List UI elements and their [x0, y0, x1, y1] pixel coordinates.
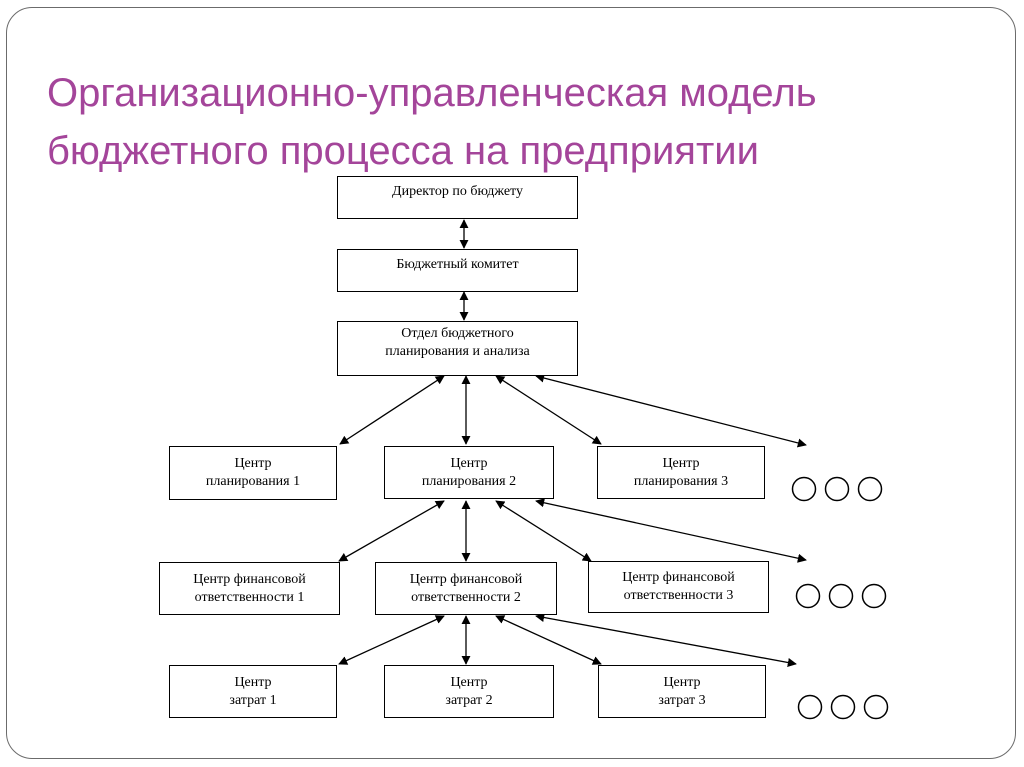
- more-financial-centers: [795, 583, 887, 609]
- arrow-dept-planning-3: [495, 375, 602, 445]
- arrow-dept-planning-more: [535, 373, 807, 448]
- box-cost-center-1: Центр затрат 1: [169, 665, 337, 718]
- box-budget-committee: Бюджетный комитет: [337, 249, 578, 292]
- box-financial-center-3: Центр финансовой ответственности 3: [588, 561, 769, 613]
- box-cost-center-3: Центр затрат 3: [598, 665, 766, 718]
- box-label: планирования 1: [205, 474, 301, 489]
- more-circle: [861, 583, 887, 609]
- box-label: Центр: [234, 674, 272, 690]
- box-label: планирования 2: [421, 473, 517, 489]
- box-label: Центр: [234, 456, 272, 471]
- box-label: Центр: [450, 455, 488, 471]
- more-circle: [791, 476, 817, 502]
- arrow-planning2-financial-1: [338, 500, 445, 562]
- box-label: планирования 3: [633, 473, 729, 489]
- more-circle: [797, 694, 823, 720]
- arrow-dept-planning-1: [339, 375, 445, 445]
- box-planning-center-3: Центр планирования 3: [597, 446, 765, 499]
- box-label: ответственности 3: [623, 588, 734, 603]
- box-label: Центр: [450, 674, 488, 690]
- box-financial-center-1: Центр финансовой ответственности 1: [159, 562, 340, 615]
- box-planning-center-1: Центр планирования 1: [169, 446, 337, 500]
- slide-title-line1: Организационно-управленческая модель: [47, 71, 817, 115]
- more-circle: [863, 694, 889, 720]
- box-label: Центр финансовой: [409, 571, 523, 587]
- more-circle: [795, 583, 821, 609]
- arrow-financial2-costs-more: [535, 613, 797, 667]
- box-label: Центр: [663, 674, 701, 690]
- arrow-planning2-financial-more: [535, 498, 807, 563]
- slide-title: Организационно-управленческая модель бюд…: [47, 64, 987, 180]
- box-budget-department: Отдел бюджетного планирования и анализа: [337, 321, 578, 376]
- box-label: Центр: [662, 455, 700, 471]
- box-label: затрат 2: [445, 692, 493, 708]
- box-label: затрат 3: [658, 692, 706, 708]
- box-financial-center-2: Центр финансовой ответственности 2: [375, 562, 557, 615]
- more-cost-centers: [797, 694, 889, 720]
- box-label: Директор по бюджету: [392, 183, 523, 199]
- box-label: Центр финансовой: [622, 570, 735, 585]
- box-label: ответственности 2: [411, 589, 521, 605]
- box-label: Центр финансовой: [193, 571, 306, 587]
- more-circle: [830, 694, 856, 720]
- box-label: затрат 1: [229, 692, 277, 708]
- arrow-financial2-costs-1: [338, 615, 445, 665]
- box-label: ответственности 1: [194, 589, 305, 605]
- box-label: Бюджетный комитет: [396, 256, 519, 272]
- box-label: Отдел бюджетного: [401, 325, 514, 341]
- more-circle: [824, 476, 850, 502]
- box-planning-center-2: Центр планирования 2: [384, 446, 554, 499]
- more-planning-centers: [791, 476, 883, 502]
- arrow-financial2-costs-3: [495, 615, 602, 665]
- box-cost-center-2: Центр затрат 2: [384, 665, 554, 718]
- box-budget-director: Директор по бюджету: [337, 176, 578, 219]
- more-circle: [828, 583, 854, 609]
- box-label: планирования и анализа: [385, 343, 530, 359]
- more-circle: [857, 476, 883, 502]
- slide-title-line2: бюджетного процесса на предприятии: [47, 129, 759, 173]
